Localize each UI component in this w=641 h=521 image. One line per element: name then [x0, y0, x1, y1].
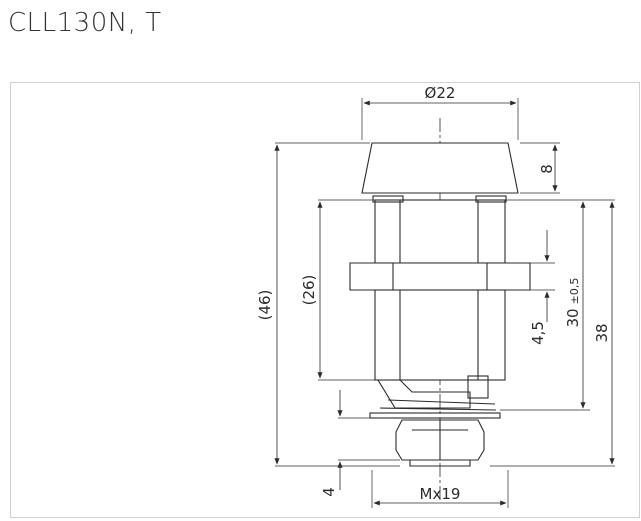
dim-thread: Mx19 [420, 485, 461, 503]
dim-length-30: 30 [564, 308, 582, 327]
lock-cap [361, 142, 519, 194]
dim-overall: (46) [256, 290, 274, 321]
dim-nut: 4,5 [529, 321, 547, 345]
dim-length-38: 38 [593, 323, 611, 342]
page-title: CLL130N, T [8, 8, 162, 38]
dim-body: (26) [300, 275, 318, 306]
cam-plate [377, 379, 471, 409]
dim-tolerance: ±0,5 [568, 278, 581, 305]
drawing-frame [10, 82, 640, 518]
dim-cap-height: 8 [538, 164, 556, 174]
dim-diameter: Ø22 [425, 84, 456, 102]
lock-body-lower [374, 289, 506, 381]
hex-nut [349, 262, 531, 291]
lock-body-upper [374, 199, 506, 264]
dim-bottom: 4 [320, 487, 338, 497]
